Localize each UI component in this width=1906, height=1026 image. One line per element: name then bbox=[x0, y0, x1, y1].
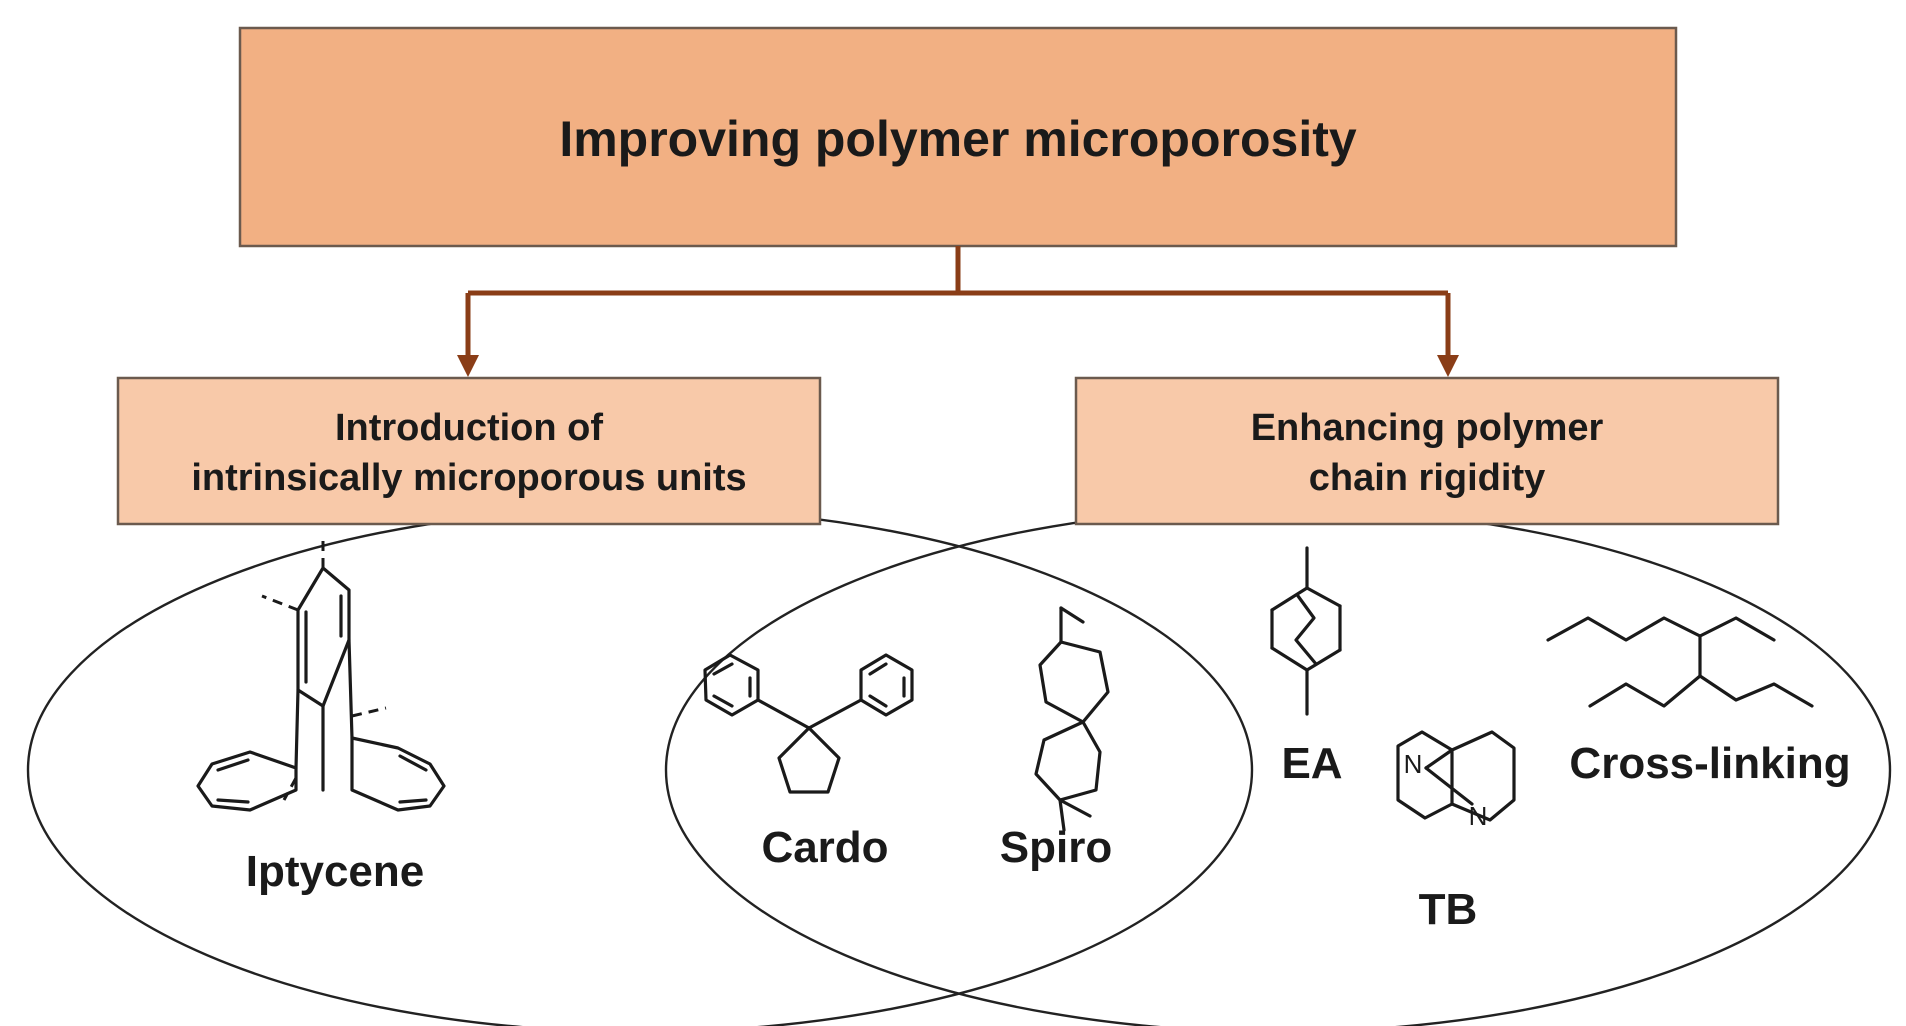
right-branch-box bbox=[1074, 376, 1780, 526]
tb-nitrogen-top: N bbox=[1404, 749, 1423, 779]
left-branch-box bbox=[116, 376, 822, 526]
label-tb: TB bbox=[1419, 885, 1478, 934]
cross-linking-structure bbox=[1546, 616, 1814, 708]
left-branch-line2: intrinsically microporous units bbox=[191, 457, 746, 499]
title-box bbox=[238, 26, 1678, 248]
iptycene-structure bbox=[196, 536, 446, 812]
spiro-structure bbox=[1034, 606, 1110, 832]
tb-nitrogen-bottom: N bbox=[1469, 801, 1488, 831]
right-branch-line2: chain rigidity bbox=[1309, 457, 1545, 499]
ea-structure bbox=[1270, 546, 1342, 716]
label-cross-linking: Cross-linking bbox=[1569, 739, 1850, 788]
label-spiro: Spiro bbox=[1000, 823, 1112, 872]
cardo-structure bbox=[703, 653, 914, 794]
branch-connector bbox=[456, 246, 1460, 378]
label-cardo: Cardo bbox=[761, 823, 888, 872]
label-iptycene: Iptycene bbox=[246, 847, 425, 896]
label-ea: EA bbox=[1281, 739, 1342, 788]
right-branch-line1: Enhancing polymer bbox=[1251, 407, 1604, 449]
left-branch-line1: Introduction of bbox=[335, 407, 603, 449]
tb-structure bbox=[1396, 730, 1516, 822]
title-text: Improving polymer microporosity bbox=[559, 111, 1357, 167]
